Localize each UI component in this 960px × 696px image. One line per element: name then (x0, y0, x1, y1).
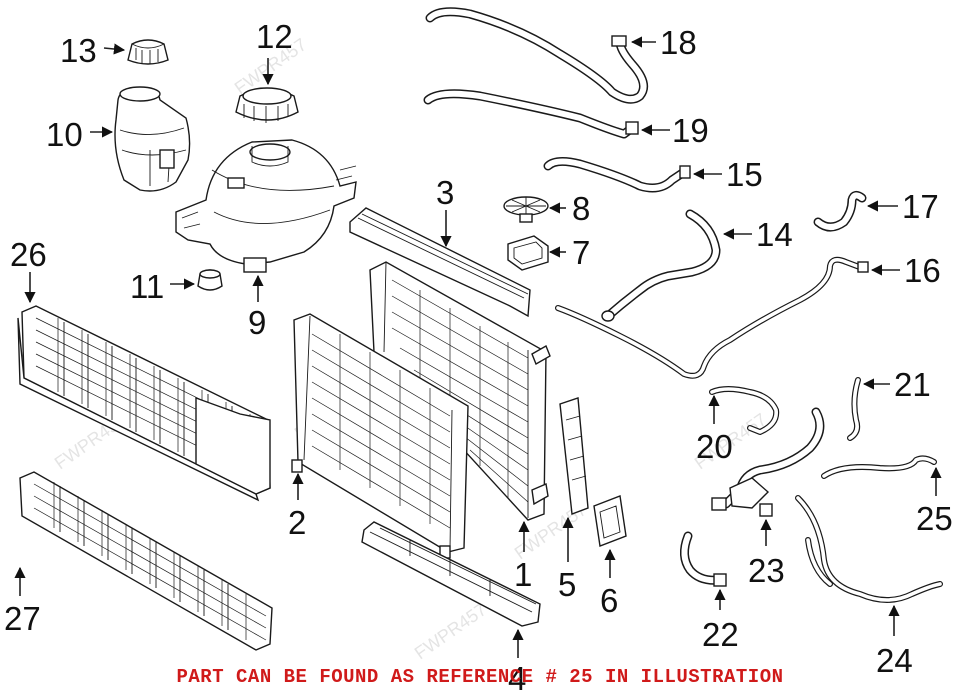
part-17-hose[interactable] (813, 190, 867, 232)
part-12-cap[interactable] (235, 87, 299, 123)
callout-12: 12 (256, 18, 293, 55)
part-6-bracket[interactable] (593, 495, 627, 547)
callout-27: 27 (4, 600, 41, 637)
callout-17: 17 (902, 188, 939, 225)
callout-1: 1 (514, 556, 532, 593)
part-8-mount[interactable] (503, 196, 549, 223)
callout-7: 7 (572, 234, 590, 271)
callout-5: 5 (558, 566, 576, 603)
callout-18: 18 (660, 24, 697, 61)
callout-6: 6 (600, 582, 618, 619)
part-7-bracket[interactable] (507, 235, 549, 271)
callout-13: 13 (60, 32, 97, 69)
part-15-hose[interactable] (543, 156, 691, 193)
callout-20: 20 (696, 428, 733, 465)
part-16-hose[interactable] (555, 256, 869, 379)
part-21-hose[interactable] (847, 377, 861, 441)
part-23-valve-hose[interactable] (711, 407, 825, 517)
part-22-hose[interactable] (680, 531, 727, 587)
part-5-side-seal[interactable] (559, 397, 589, 515)
callout-11: 11 (130, 268, 164, 305)
part-19-hose[interactable] (423, 89, 639, 139)
watermark: FWPR457 (411, 599, 490, 663)
callout-19: 19 (672, 112, 709, 149)
part-24-hose[interactable] (795, 495, 943, 603)
callout-2: 2 (288, 504, 306, 541)
callout-25: 25 (916, 500, 953, 537)
callout-14: 14 (756, 216, 793, 253)
part-14-hose[interactable] (601, 209, 721, 322)
part-9-expansion-tank[interactable] (175, 139, 357, 273)
callout-22: 22 (702, 616, 739, 653)
callout-8: 8 (572, 190, 590, 227)
callout-9: 9 (248, 304, 266, 341)
part-10-reservoir[interactable] (114, 86, 191, 192)
footer-note: PART CAN BE FOUND AS REFERENCE # 25 IN I… (176, 666, 784, 688)
callout-10: 10 (46, 116, 83, 153)
part-27-grille[interactable] (19, 471, 273, 651)
part-2-condenser[interactable] (291, 313, 469, 559)
part-11-grommet[interactable] (197, 269, 223, 291)
part-4-lower-duct[interactable] (361, 521, 541, 627)
callout-4: 4 (508, 660, 526, 696)
callout-16: 16 (904, 252, 941, 289)
callout-15: 15 (726, 156, 763, 193)
part-3-air-duct[interactable] (349, 207, 531, 318)
part-20-hose[interactable] (709, 386, 780, 435)
callout-23: 23 (748, 552, 785, 589)
callout-26: 26 (10, 236, 47, 273)
callout-3: 3 (436, 174, 454, 211)
part-26-grille[interactable] (17, 305, 271, 502)
part-18-hose[interactable] (425, 7, 649, 104)
callout-labels: 13 12 10 11 9 3 8 7 1 2 4 5 6 26 27 18 1… (4, 18, 953, 696)
callout-24: 24 (876, 642, 913, 679)
leader-lines (14, 36, 942, 658)
part-13-cap[interactable] (127, 39, 169, 65)
part-25-hose[interactable] (821, 455, 937, 479)
callout-21: 21 (894, 366, 931, 403)
